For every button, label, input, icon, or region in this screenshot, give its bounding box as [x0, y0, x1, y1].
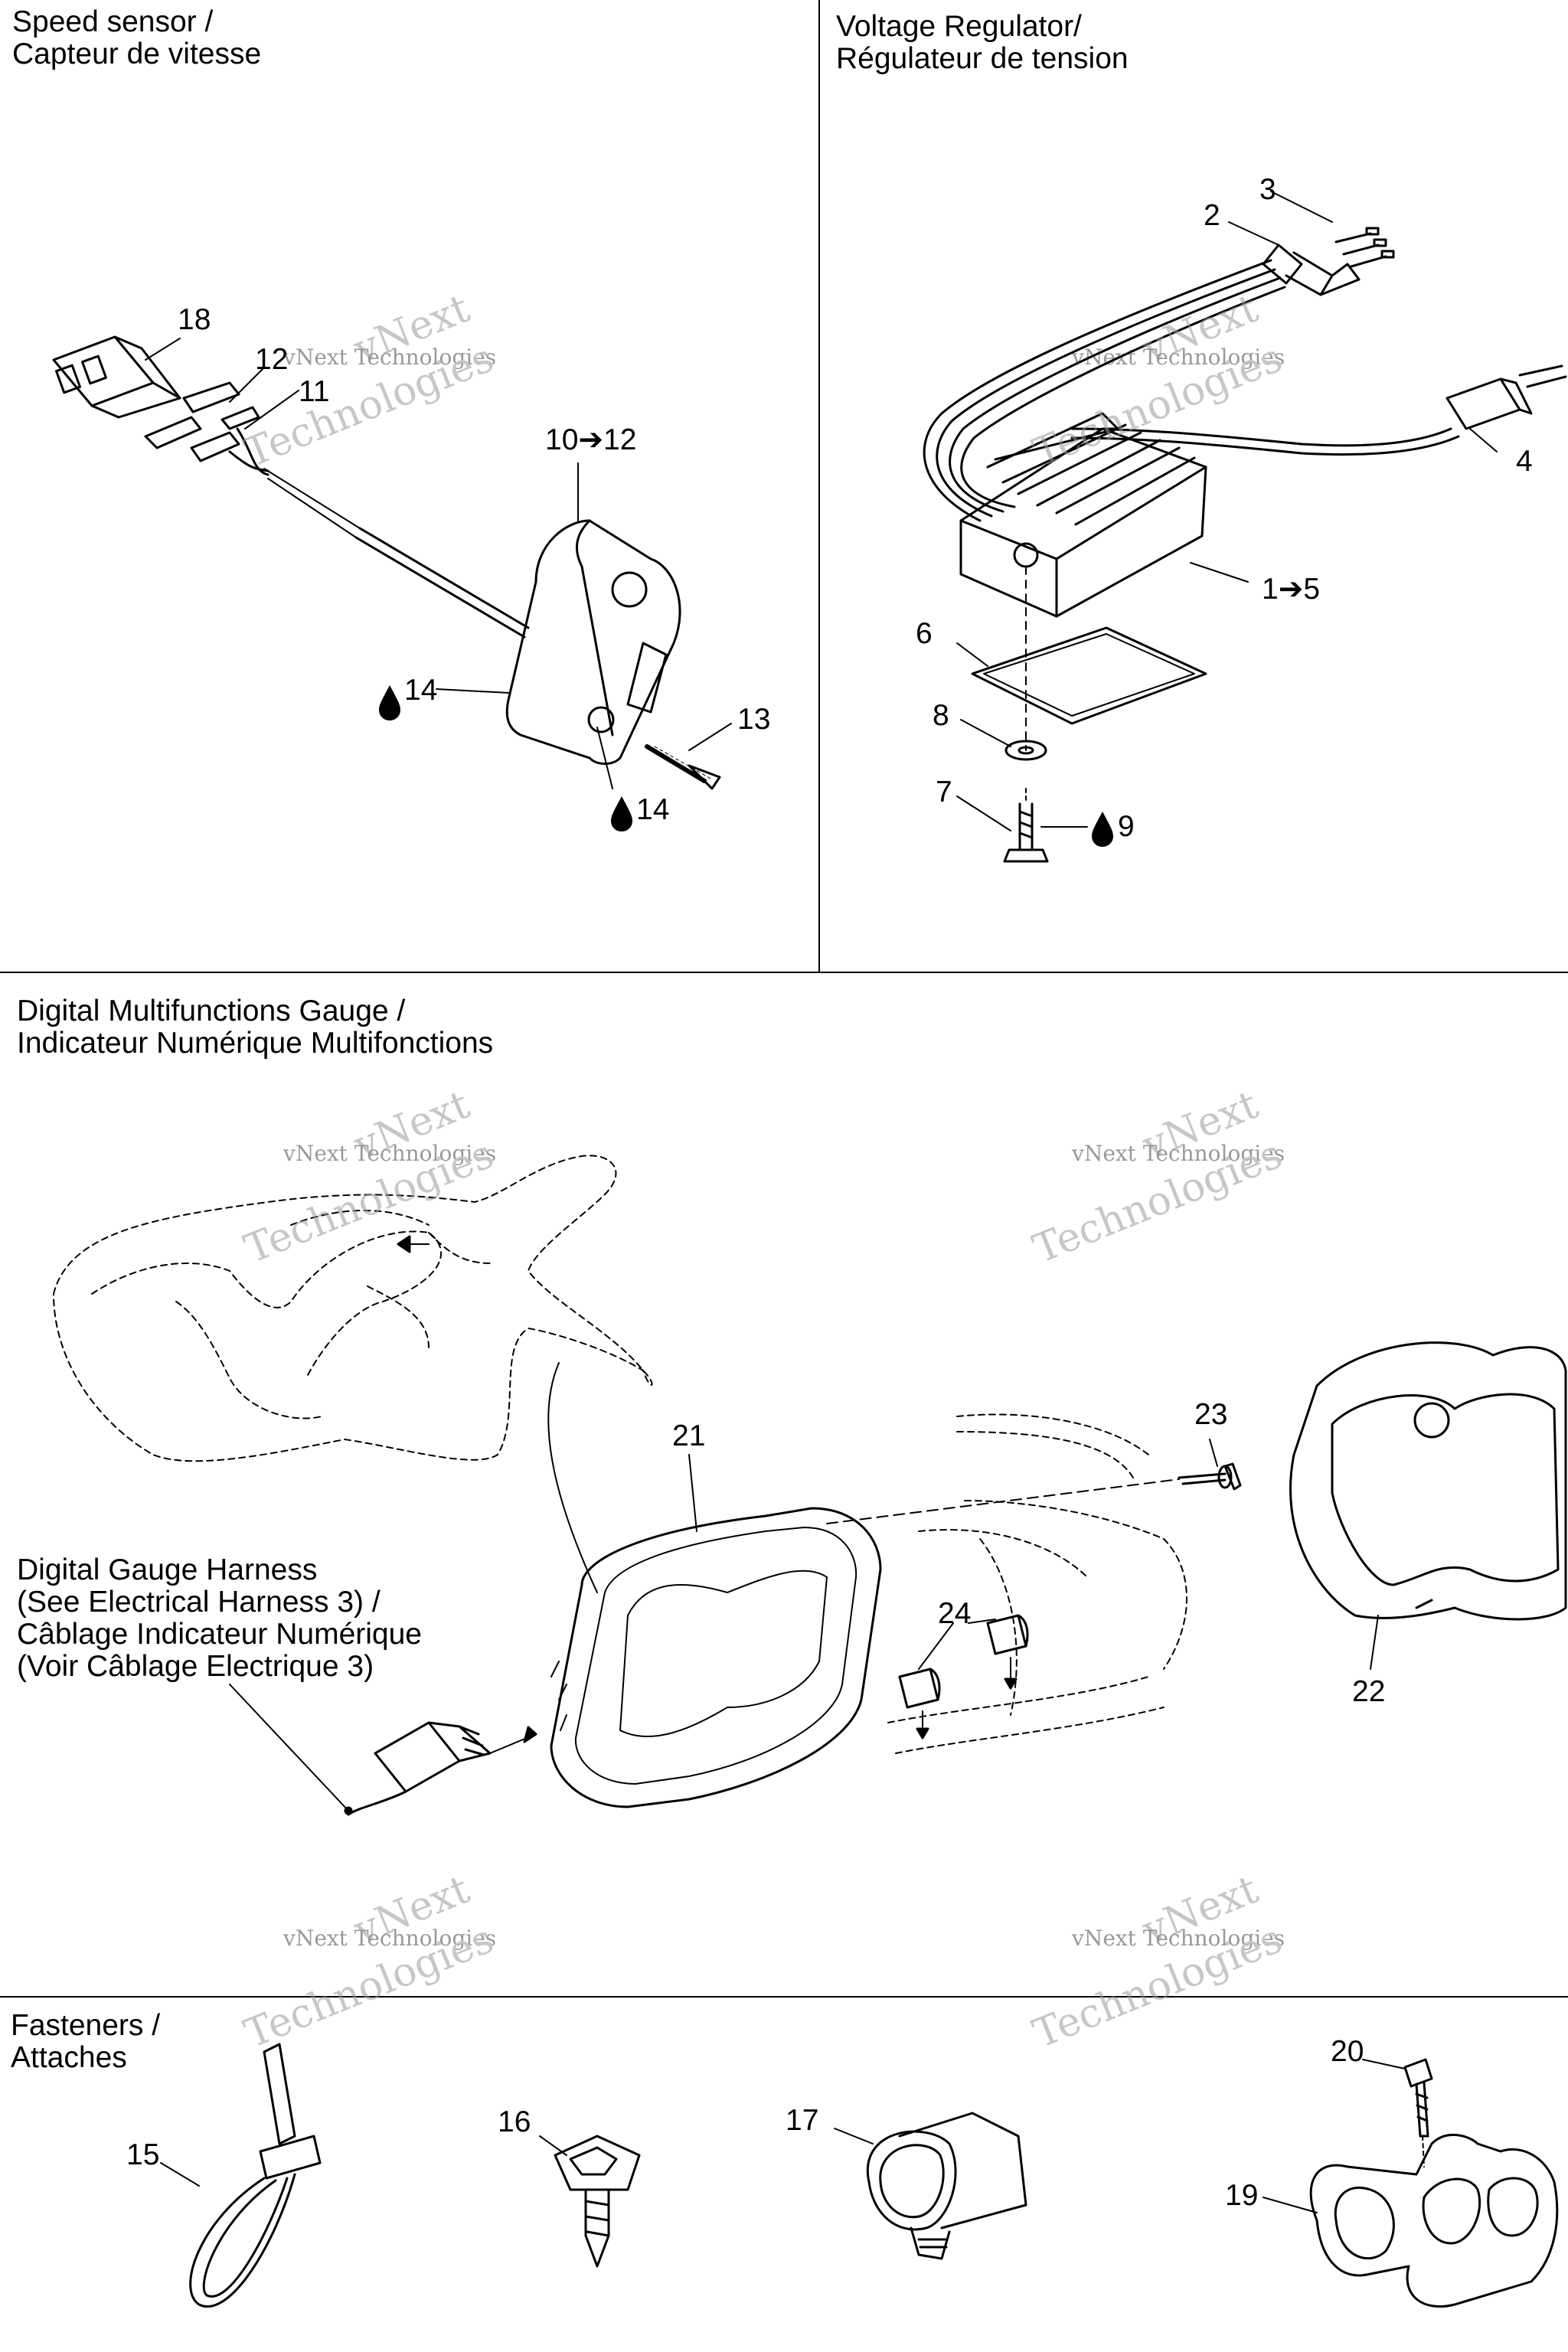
section-title-digital-gauge: Digital Multifunctions Gauge / Indicateu…: [17, 995, 494, 1060]
callout-20: 20: [1331, 2035, 1364, 2068]
callout-9: 9: [1118, 810, 1135, 843]
regulator-terminals-3: [1334, 227, 1395, 268]
regulator-gasket-6: [971, 626, 1207, 725]
section-title-speed-sensor: Speed sensor / Capteur de vitesse: [12, 5, 262, 70]
callout-14: 14: [404, 674, 438, 707]
gauge-clips-24: [898, 1614, 1029, 1740]
callout-4: 4: [1516, 445, 1533, 478]
regulator-screw-7: [1003, 788, 1049, 863]
callout-11: 11: [299, 375, 330, 408]
callout-16: 16: [498, 2105, 531, 2138]
drop-icon: [379, 685, 400, 720]
section-title-voltage-regulator: Voltage Regulator/ Régulateur de tension: [836, 10, 1129, 75]
callout-3: 3: [1259, 173, 1276, 206]
gauge-harness-connector: [347, 1721, 492, 1816]
speed-sensor-body-10: [505, 519, 681, 765]
screw-20: [1403, 2058, 1433, 2167]
gauge-arrow-line: [547, 1362, 598, 1593]
drop-icon: [611, 796, 632, 831]
cable-tie-15: [189, 2043, 322, 2308]
drop-icon: [1092, 812, 1113, 847]
callout-17: 17: [786, 2104, 819, 2137]
callout-1-5: 1➔5: [1262, 573, 1321, 606]
callout-10-12: 10➔12: [545, 423, 637, 456]
screw-16: [554, 2135, 641, 2268]
speed-sensor-connector-18: [52, 335, 181, 419]
harness-note: Digital Gauge Harness (See Electrical Ha…: [17, 1553, 422, 1683]
clamp-17: [866, 2112, 1027, 2260]
callout-6: 6: [916, 617, 933, 650]
section-title-fasteners: Fasteners / Attaches: [11, 2009, 161, 2074]
callout-15: 15: [126, 2138, 160, 2171]
callout-23: 23: [1194, 1398, 1228, 1431]
regulator-washer-8: [1004, 740, 1047, 761]
callout-13: 13: [737, 703, 771, 736]
gauge-bezel-22: [1289, 1341, 1567, 1621]
regulator-wires: [923, 259, 1460, 522]
callout-14: 14: [636, 793, 670, 826]
gauge-screw-23: [1178, 1462, 1242, 1491]
callout-18: 18: [178, 303, 211, 336]
clamp-19: [1309, 2133, 1559, 2308]
gauge-body-21: [550, 1507, 882, 1808]
callout-12: 12: [255, 343, 289, 376]
gauge-dash-line: [826, 1478, 1180, 1524]
regulator-connector-2: [1262, 243, 1361, 296]
callout-21: 21: [672, 1419, 706, 1452]
hood-outline: [53, 1155, 1187, 1754]
speed-sensor-wires: [228, 427, 530, 639]
callout-22: 22: [1352, 1675, 1386, 1708]
callout-7: 7: [936, 776, 952, 808]
speed-sensor-screw-13: [645, 744, 721, 790]
callout-19: 19: [1225, 2179, 1259, 2212]
speed-sensor-terminals: [144, 381, 260, 462]
regulator-connector-4: [1446, 364, 1567, 430]
callout-8: 8: [933, 699, 949, 732]
callout-24: 24: [938, 1597, 972, 1630]
callout-2: 2: [1204, 199, 1220, 232]
